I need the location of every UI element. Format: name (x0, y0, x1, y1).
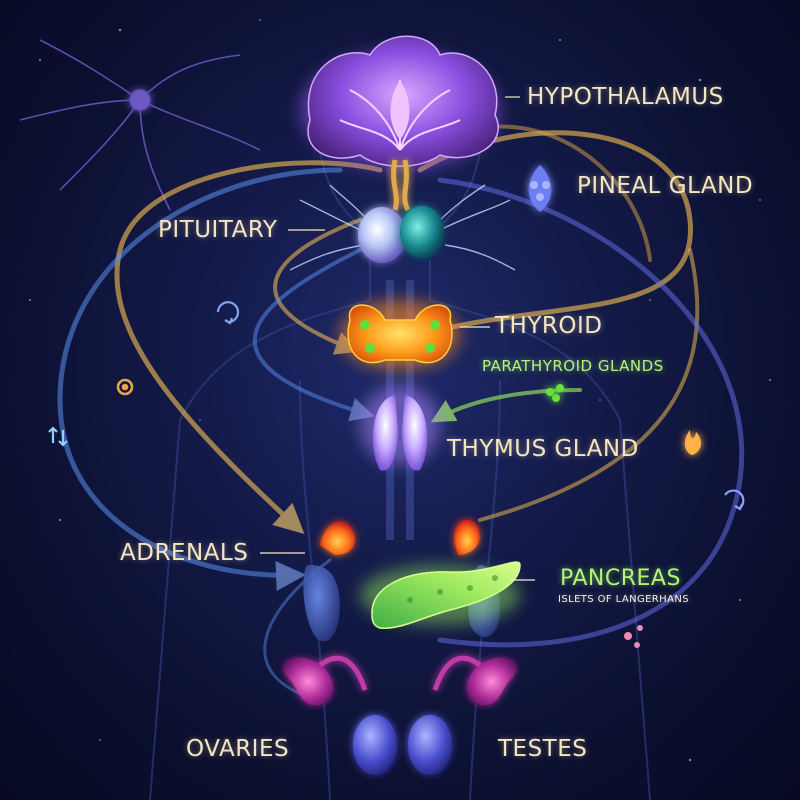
cycle-arrows-icon (724, 489, 745, 511)
flame-icon (684, 430, 701, 455)
parathyroid-cluster (546, 384, 564, 402)
label-pituitary: PITUITARY (158, 217, 278, 243)
label-parathyroid-glands: PARATHYROID GLANDS (482, 357, 664, 375)
label-thyroid: THYROID (495, 313, 603, 339)
star-field (29, 19, 771, 762)
hypothalamus-brain (300, 35, 500, 170)
label-pointers (260, 96, 535, 581)
label-ovaries: OVARIES (186, 736, 290, 762)
ovaries (283, 655, 517, 706)
adrenal-glands (320, 519, 480, 555)
pancreas (360, 561, 521, 629)
thymus-gland (360, 385, 440, 471)
label-hypothalamus: HYPOTHALAMUS (527, 84, 724, 110)
up-down-arrows-icon (48, 426, 68, 447)
label-pineal-gland: PINEAL GLAND (577, 173, 754, 199)
body-silhouette (149, 81, 651, 800)
thyroid-gland (340, 300, 460, 370)
pituitary-gland (289, 184, 516, 271)
neuron-icon (19, 39, 261, 211)
pineal-gland (528, 165, 552, 212)
label-pancreas: PANCREAS (560, 566, 681, 591)
molecule-icon (624, 625, 643, 648)
hormone-flow-paths (57, 124, 745, 702)
label-testes: TESTES (498, 736, 588, 762)
cycle-arrows-icon (216, 301, 240, 325)
label-islets-of-langerhans: ISLETS OF LANGERHANS (558, 594, 689, 605)
label-thymus-gland: THYMUS GLAND (447, 436, 639, 462)
testes (353, 715, 452, 775)
gear-icon (116, 378, 134, 396)
label-adrenals: ADRENALS (120, 540, 249, 566)
